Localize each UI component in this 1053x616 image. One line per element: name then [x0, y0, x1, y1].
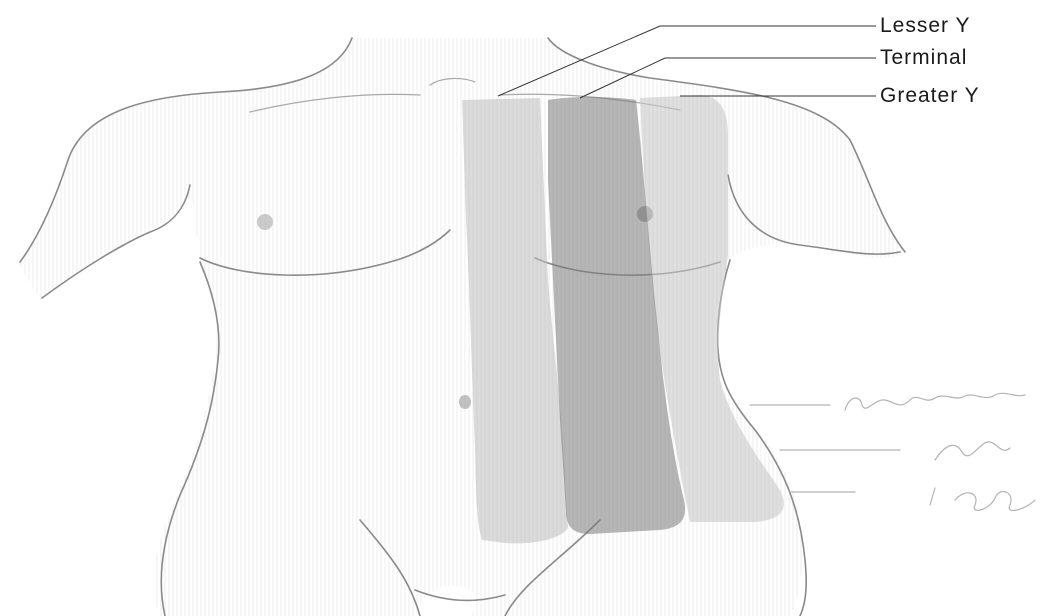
terminal-label: Terminal [880, 46, 967, 69]
handwritten-scribble-3 [930, 488, 1035, 510]
handwritten-scribble-1 [845, 393, 1025, 410]
labels: Lesser Y Terminal Greater Y [880, 14, 980, 107]
navel [459, 395, 471, 409]
torso-outline [20, 38, 905, 616]
left-nipple [257, 214, 273, 230]
greater-y-label: Greater Y [880, 84, 980, 107]
torso-fill [20, 38, 905, 616]
lesser-y-label: Lesser Y [880, 14, 971, 37]
handwritten-scribble-2 [935, 442, 1010, 460]
